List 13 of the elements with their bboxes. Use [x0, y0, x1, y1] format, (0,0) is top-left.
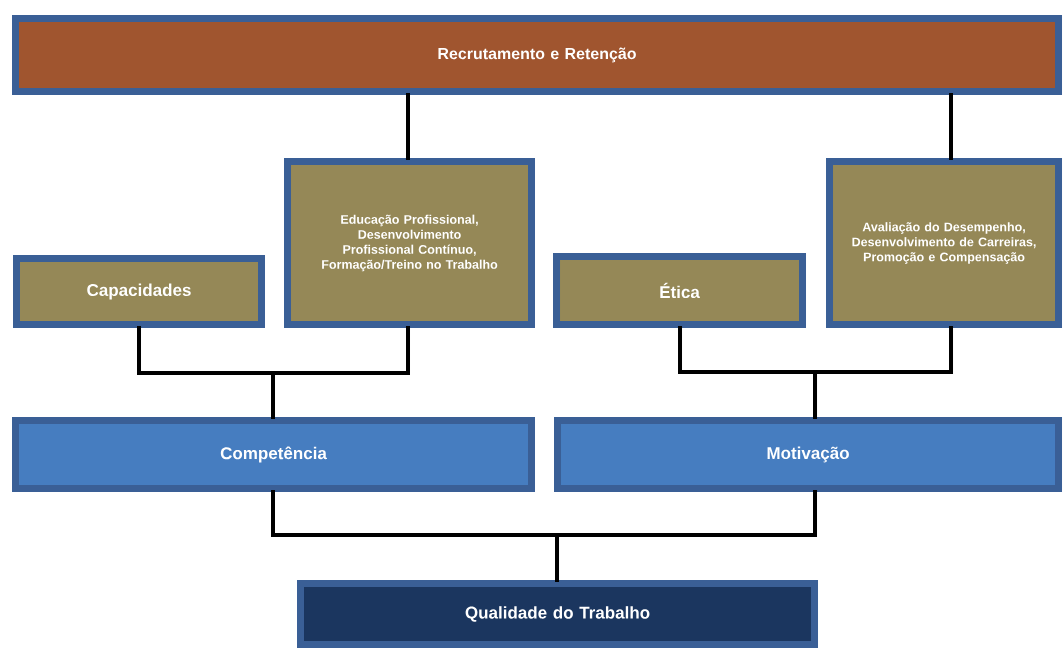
process-box: Ética — [553, 253, 806, 328]
process-box: Motivação — [554, 417, 1062, 492]
process-box: Capacidades — [13, 255, 265, 328]
process-box: Competência — [12, 417, 535, 492]
connector-line — [555, 490, 817, 582]
process-box: Avaliação do Desempenho, Desenvolvimento de Carreiras, Promoção e Compensação — [826, 158, 1062, 328]
connector-line — [813, 326, 953, 419]
connector-line — [406, 93, 410, 160]
connector-line — [949, 93, 953, 160]
connector-line — [271, 326, 410, 419]
process-box: Qualidade do Trabalho — [297, 580, 818, 648]
process-box: Educação Profissional, Desenvolvimento Profissional Contínuo, Formação/Treino no Trabalho — [284, 158, 535, 328]
banner-box: Recrutamento e Retenção — [12, 15, 1062, 95]
